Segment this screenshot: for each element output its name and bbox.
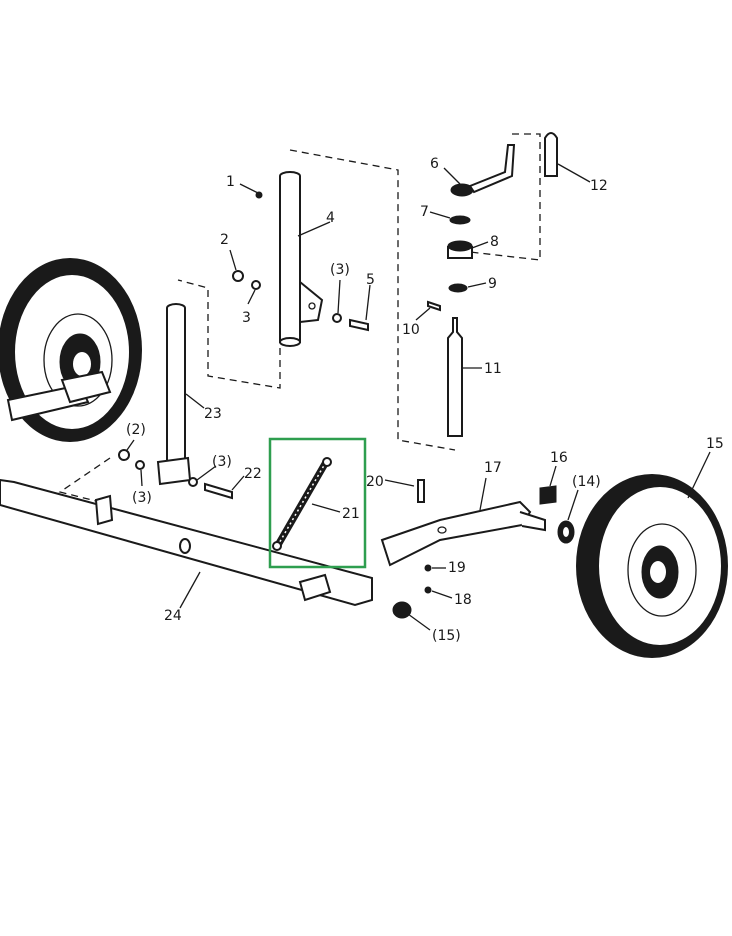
label-part-2-ref: (2) [126,422,146,438]
label-part-3-ref-c: (3) [212,454,232,470]
label-part-11: 11 [484,361,502,377]
label-part-20: 20 [366,474,384,490]
washer-3d [188,477,198,487]
right-wheel-15 [576,474,728,658]
nut-18 [424,586,432,594]
label-part-10: 10 [402,322,420,338]
label-part-16: 16 [550,450,568,466]
leader-lines [126,163,711,631]
highlight-box [268,437,367,569]
nut-2 [232,270,244,282]
washer-19 [424,564,432,572]
washer-3c [135,460,145,470]
label-part-3-ref-b: (3) [132,490,152,506]
spindle-11 [447,317,463,437]
assembly-line-23-to-24 [58,457,111,503]
label-part-2: 2 [220,232,229,248]
label-part-19: 19 [448,560,466,576]
pin-10 [427,300,441,312]
label-part-4: 4 [326,210,335,226]
label-part-12: 12 [590,178,608,194]
cap-15b [392,601,412,619]
label-part-7: 7 [420,204,429,220]
assembly-line-crank [469,133,541,261]
label-part-3-ref: (3) [330,262,350,278]
bolt-5 [349,318,369,332]
bushing-14 [557,520,575,544]
crank-handle-6 [450,144,516,197]
left-wheel [0,258,142,442]
ring-9 [448,283,468,293]
label-part-21: 21 [342,506,360,522]
frame-24 [0,478,373,607]
main-post [279,171,324,347]
assembly-line-4-to-11 [289,149,456,451]
bolt-1 [255,191,263,199]
label-part-14-ref: (14) [572,474,601,490]
label-part-24: 24 [164,608,182,624]
label-part-23: 23 [204,406,222,422]
label-part-22: 22 [244,466,262,482]
label-part-3: 3 [242,310,251,326]
label-part-15: 15 [706,436,724,452]
bolt-22 [204,482,233,500]
label-part-18: 18 [454,592,472,608]
nut-2b [118,449,130,461]
crank-grip-12 [544,132,558,177]
label-part-9: 9 [488,276,497,292]
label-part-17: 17 [484,460,502,476]
assembly-line-4-to-23 [177,279,281,389]
tube-23 [156,303,192,486]
washer-3b [332,313,342,323]
bushing-8 [447,240,473,259]
label-part-6: 6 [430,156,439,172]
washer-3 [251,280,261,290]
washer-7 [449,215,471,225]
pin-20 [417,479,425,503]
axle-arm-17 [380,500,546,567]
spring-21 [272,457,332,551]
label-part-1: 1 [226,174,235,190]
label-part-8: 8 [490,234,499,250]
cap-16 [539,485,557,505]
label-part-15-ref: (15) [432,628,461,644]
label-part-5: 5 [366,272,375,288]
